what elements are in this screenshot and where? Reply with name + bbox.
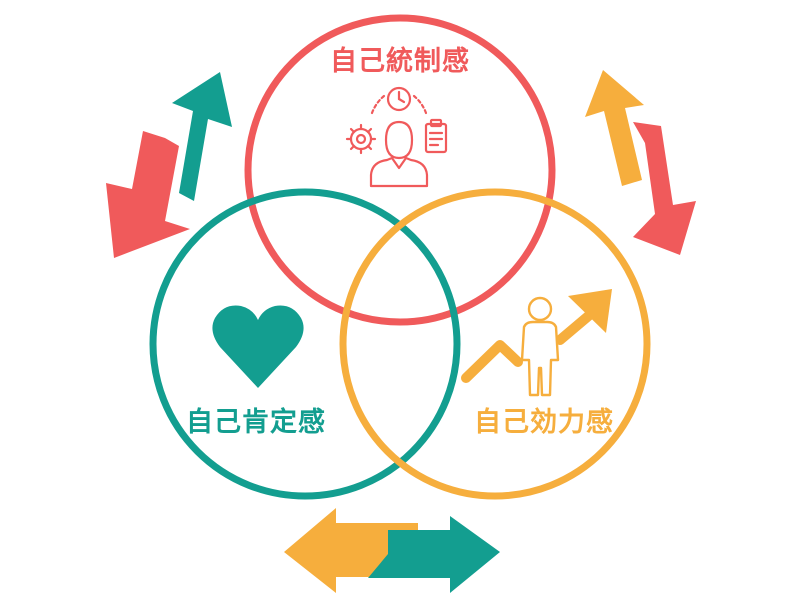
clock-icon <box>386 86 412 112</box>
heart-icon <box>212 305 304 388</box>
person-with-gear-clock-clipboard-icon <box>345 86 448 188</box>
clipboard-icon <box>424 118 448 154</box>
red-arrow-down-icon <box>106 131 190 258</box>
bottom-double-arrow-icon <box>284 508 500 593</box>
person-with-rising-arrow-icon <box>461 289 612 397</box>
gear-icon <box>345 123 377 155</box>
label-self-control: 自己統制感 <box>330 45 470 77</box>
circle-self-efficacy <box>339 188 651 500</box>
label-self-efficacy: 自己効力感 <box>474 406 614 438</box>
circle-self-esteem <box>149 188 461 500</box>
person-icon <box>520 296 560 397</box>
left-double-arrow-icon <box>106 72 232 258</box>
orange-arrow-up-icon <box>585 70 644 186</box>
label-self-esteem: 自己肯定感 <box>186 406 326 438</box>
teal-arrow-up-icon <box>172 72 232 201</box>
teal-arrow-right-icon <box>368 516 500 593</box>
arrow-head-icon <box>568 289 612 333</box>
rising-arrow-icon <box>461 340 523 383</box>
circle-self-control <box>244 14 556 326</box>
person-icon <box>369 120 429 188</box>
red-arrow-down-icon <box>633 122 696 255</box>
right-double-arrow-icon <box>585 70 696 255</box>
